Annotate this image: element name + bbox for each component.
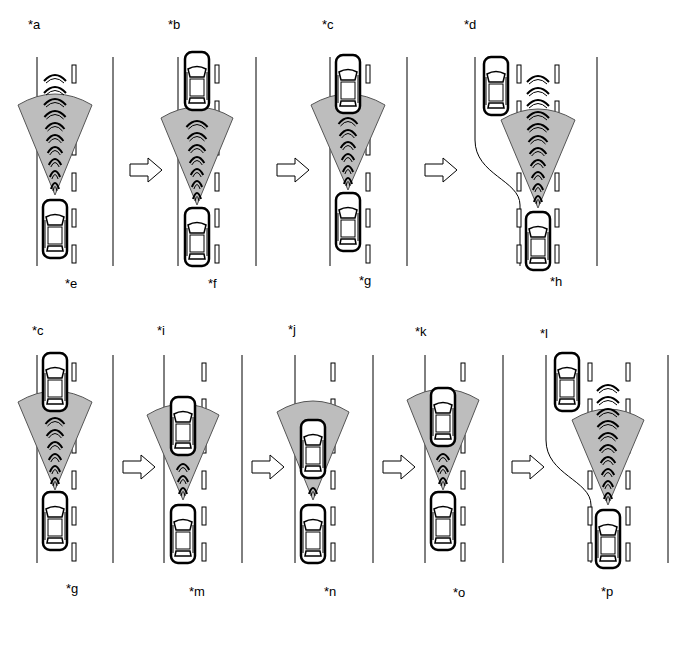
callout-label: *o xyxy=(453,586,465,599)
callout-label: *d xyxy=(464,18,476,31)
sequence-arrow xyxy=(130,158,162,182)
vehicle xyxy=(43,353,67,411)
vehicle xyxy=(43,492,67,550)
callout-label: *h xyxy=(550,275,562,288)
callout-label: *i xyxy=(157,324,165,337)
panel xyxy=(147,355,242,563)
radar-range xyxy=(407,389,479,490)
radar-range xyxy=(18,94,92,195)
vehicle xyxy=(43,200,67,258)
vehicle xyxy=(431,492,455,550)
vehicle xyxy=(431,388,455,446)
panel xyxy=(161,52,256,266)
callout-label: *c xyxy=(322,18,334,31)
radar-range xyxy=(572,409,644,505)
callout-label: *l xyxy=(540,327,548,340)
vehicle xyxy=(185,52,209,110)
sequence-arrow xyxy=(252,455,284,479)
vehicle xyxy=(596,510,620,568)
radar-range xyxy=(501,109,575,208)
panel xyxy=(546,353,668,568)
sequence-arrow xyxy=(383,455,415,479)
vehicle xyxy=(185,208,209,266)
callout-label: *m xyxy=(189,585,205,598)
vehicle xyxy=(301,420,325,478)
sequence-arrow xyxy=(123,455,155,479)
panel xyxy=(18,57,113,266)
vehicle xyxy=(336,55,360,113)
radar-range xyxy=(161,107,233,205)
panel xyxy=(311,55,407,266)
sequence-arrow xyxy=(512,455,544,479)
vehicle xyxy=(336,193,360,251)
callout-label: *n xyxy=(324,585,336,598)
panel xyxy=(407,355,503,563)
callout-label: *a xyxy=(28,18,40,31)
sequence-arrow xyxy=(277,158,309,182)
sequence-arrow xyxy=(425,158,457,182)
vehicle xyxy=(171,505,195,563)
callout-label: *k xyxy=(415,325,427,338)
callout-label: *j xyxy=(288,323,296,336)
vehicle xyxy=(171,397,195,455)
callout-label: *c xyxy=(32,324,44,337)
callout-label: *g xyxy=(359,274,371,287)
panel xyxy=(277,355,373,563)
panel xyxy=(18,353,113,563)
vehicle xyxy=(484,57,508,115)
panel xyxy=(475,57,597,270)
callout-label: *f xyxy=(208,277,217,290)
callout-label: *g xyxy=(66,582,78,595)
vehicle xyxy=(301,505,325,563)
callout-label: *e xyxy=(65,277,77,290)
callout-label: *p xyxy=(601,585,613,598)
radar-range xyxy=(277,401,349,500)
callout-label: *b xyxy=(168,18,180,31)
vehicle xyxy=(555,353,579,411)
vehicle xyxy=(526,212,550,270)
